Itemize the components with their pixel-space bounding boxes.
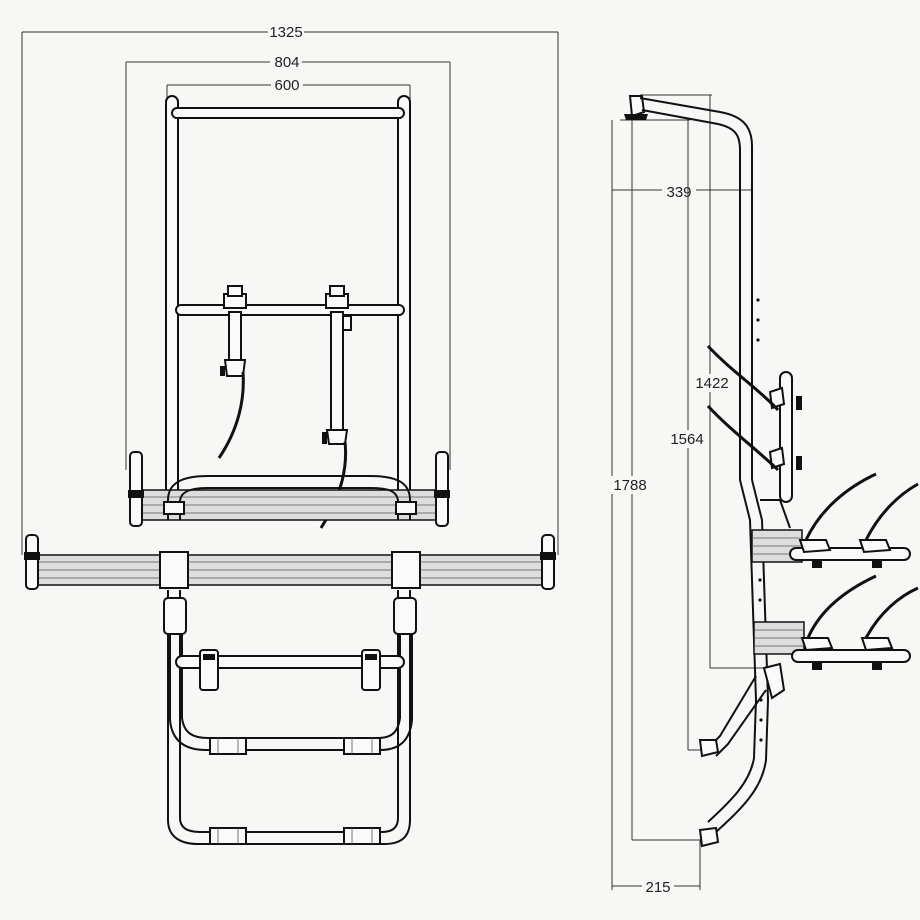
dimension-1422: 1422 <box>640 94 770 669</box>
bike-arm-left <box>217 285 247 459</box>
wheel-tray-bar <box>175 655 405 669</box>
left-upright <box>165 95 179 517</box>
side-foot-lower <box>698 826 720 848</box>
side-tray-lower <box>753 574 919 700</box>
side-tray-upper <box>751 472 919 568</box>
middle-crossbar <box>175 304 405 316</box>
front-view <box>24 95 556 845</box>
dim-label-1325: 1325 <box>269 24 302 41</box>
dim-label-600: 600 <box>274 77 299 94</box>
dim-label-1564: 1564 <box>670 431 703 448</box>
top-crossbar <box>171 107 405 119</box>
arch-loop <box>167 475 411 520</box>
side-top-arm <box>639 97 753 480</box>
side-main-upright <box>715 479 770 833</box>
dim-label-804: 804 <box>274 54 299 71</box>
dimension-215: 215 <box>612 840 701 896</box>
dim-label-1788: 1788 <box>613 477 646 494</box>
foot-pad <box>343 827 381 845</box>
dim-label-1422: 1422 <box>695 375 728 392</box>
dim-label-339: 339 <box>666 184 691 201</box>
dim-label-215: 215 <box>645 879 670 896</box>
dimension-600: 600 <box>166 76 411 100</box>
upper-rail-right-cap <box>435 451 449 527</box>
dimension-1564: 1564 <box>620 119 712 751</box>
dimension-339: 339 <box>611 120 752 890</box>
dimension-1325: 1325 <box>21 22 559 555</box>
dimension-804: 804 <box>125 53 451 470</box>
lower-outer-frame <box>167 590 411 845</box>
foot-pad <box>343 737 381 755</box>
top-hinge <box>628 95 646 118</box>
side-clamp-lower <box>706 404 802 472</box>
upper-rail-left-cap <box>129 451 143 527</box>
lower-inner-frame <box>169 620 413 751</box>
dimension-1788: 1788 <box>610 120 708 841</box>
side-view <box>624 95 919 848</box>
foot-pad <box>209 737 247 755</box>
foot-pad <box>209 827 247 845</box>
side-clamp-upper <box>706 344 802 412</box>
lower-rail-left-cap <box>25 534 39 590</box>
side-foot-upper <box>698 739 720 758</box>
lower-rail-right-cap <box>541 534 555 590</box>
